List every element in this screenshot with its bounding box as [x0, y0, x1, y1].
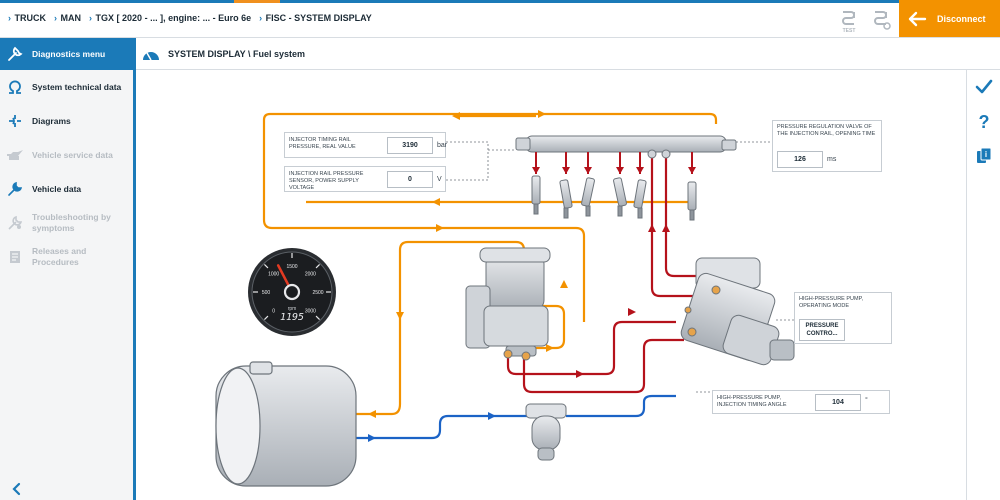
gauge-tick-label: 500: [262, 290, 271, 296]
return-flow-arrows: [368, 110, 568, 418]
arrow-left-icon: [908, 11, 927, 26]
page-title: SYSTEM DISPLAY \ Fuel system: [168, 48, 306, 59]
injector-2: [559, 152, 573, 219]
sidebar-item-releases-procedures: Releases and Procedures: [0, 240, 133, 274]
param-label: PRESSURE REGULATION VALVE OF THE INJECTI…: [777, 124, 876, 137]
sidebar-item-vehicle-data[interactable]: Vehicle data: [0, 172, 133, 206]
param-sensor-voltage: INJECTION RAIL PRESSURE SENSOR, POWER SU…: [284, 166, 446, 192]
disconnect-label: Disconnect: [937, 13, 986, 24]
supply-flow-arrows: [368, 412, 496, 442]
param-label: INJECTION RAIL PRESSURE SENSOR, POWER SU…: [289, 171, 364, 191]
diagram-icon: [6, 112, 24, 130]
wrench-icon: [6, 180, 24, 198]
gauge-tick-label: 0: [272, 308, 275, 314]
fuel-injectors: [531, 152, 697, 221]
high-pressure-pump: [680, 257, 795, 366]
sidebar-item-vehicle-service-data: Vehicle service data: [0, 138, 133, 172]
gauge-tick-label: 2500: [312, 290, 323, 296]
rail-pressure-value: 3190: [387, 137, 433, 154]
rpm-unit-label: rpm: [288, 306, 297, 312]
pre-filter: [525, 403, 567, 461]
rpm-readout: 1195: [280, 312, 304, 323]
injector-6: [687, 152, 697, 221]
rpm-gauge: 0 500 1000 1500 2000 2500 3000 rpm 1195: [248, 248, 336, 336]
diagnostics-icon: [6, 45, 24, 63]
top-accent-highlight: [234, 0, 280, 3]
param-pump-angle: HIGH-PRESSURE PUMP, INJECTION TIMING ANG…: [712, 390, 890, 414]
sidebar-item-label: Diagnostics menu: [32, 48, 106, 59]
breadcrumb-item-1[interactable]: › MAN: [54, 13, 82, 23]
breadcrumb: › TRUCK › MAN › TGX [ 2020 - ... ], engi…: [8, 13, 372, 23]
gauge-tick: [315, 315, 321, 321]
gauge-tick: [315, 263, 321, 269]
fuel-filter-module: [465, 247, 551, 361]
gauge-tick-label: 1500: [286, 264, 297, 270]
high-pressure-flow-arrows: [576, 224, 670, 378]
rail-pressure-unit: bar: [437, 142, 448, 149]
gauge-tick-label: 3000: [305, 308, 316, 314]
sidebar-item-label: Vehicle service data: [32, 149, 113, 160]
callout-leaders: [446, 141, 796, 393]
svg-text:i: i: [985, 150, 987, 159]
gauge-tick-label: 2000: [305, 272, 316, 278]
regulation-valve-value: 126: [777, 151, 823, 168]
sidebar-item-diagrams[interactable]: Diagrams: [0, 104, 133, 138]
checkmark-icon[interactable]: [975, 78, 993, 96]
right-toolbar: ? i: [966, 70, 1000, 500]
oil-can-icon: [6, 146, 24, 164]
pump-mode-value: PRESSURE CONTRO...: [799, 319, 845, 341]
gauge-tick: [263, 315, 269, 321]
sensor-voltage-value: 0: [387, 171, 433, 188]
injector-4: [613, 152, 627, 217]
sidebar-item-label: System technical data: [32, 81, 122, 92]
breadcrumb-item-3[interactable]: › FISC - SYSTEM DISPLAY: [259, 13, 372, 23]
param-pump-mode: HIGH-PRESSURE PUMP, OPERATING MODE PRESS…: [794, 292, 892, 344]
param-label: HIGH-PRESSURE PUMP, INJECTION TIMING ANG…: [717, 395, 787, 408]
content-header: SYSTEM DISPLAY \ Fuel system: [136, 38, 1000, 70]
document-stack-icon: [6, 248, 24, 266]
test-mode-label: TEST: [843, 28, 856, 34]
breadcrumb-item-2[interactable]: › TGX [ 2020 - ... ], engine: ... - Euro…: [89, 13, 252, 23]
param-rail-pressure: INJECTOR TIMING RAIL PRESSURE, REAL VALU…: [284, 132, 448, 158]
fuel-system-diagram: 0 500 1000 1500 2000 2500 3000 rpm 1195 INJECT…: [136, 70, 966, 500]
param-label: INJECTOR TIMING RAIL PRESSURE, REAL VALU…: [289, 137, 356, 150]
gauge-tick-label: 1000: [268, 272, 279, 278]
injector-1: [531, 152, 541, 215]
fuel-tank: [215, 361, 357, 487]
common-rail: [515, 135, 737, 159]
param-regulation-valve: PRESSURE REGULATION VALVE OF THE INJECTI…: [772, 120, 882, 172]
chevron-left-icon[interactable]: [10, 482, 24, 496]
top-bar: › TRUCK › MAN › TGX [ 2020 - ... ], engi…: [0, 0, 1000, 38]
help-icon[interactable]: ?: [975, 112, 993, 132]
pump-angle-unit: °: [865, 397, 868, 404]
disconnect-button[interactable]: Disconnect: [899, 0, 1000, 37]
sidebar-item-label: Vehicle data: [32, 183, 82, 194]
info-document-icon[interactable]: i: [975, 146, 993, 164]
gauge-tick: [263, 263, 269, 269]
top-accent-line: [0, 0, 900, 3]
supply-fuel-line: [316, 394, 676, 440]
connection-settings-icon[interactable]: [870, 9, 892, 31]
injector-3: [581, 152, 595, 217]
test-mode-icon[interactable]: TEST: [838, 9, 860, 34]
sensor-voltage-unit: V: [437, 176, 442, 183]
sidebar-item-label: Diagrams: [32, 115, 71, 126]
sidebar-item-troubleshooting: Troubleshooting by symptoms: [0, 206, 133, 240]
fuel-system-schematic: 0 500 1000 1500 2000 2500 3000 rpm 1195: [215, 110, 796, 487]
omega-icon: [6, 78, 24, 96]
svg-text:?: ?: [979, 112, 990, 130]
pump-angle-value: 104: [815, 394, 861, 411]
regulation-valve-unit: ms: [827, 156, 837, 163]
sidebar: Diagnostics menu System technical data D…: [0, 38, 136, 500]
injector-5: [633, 152, 647, 219]
breadcrumb-item-0[interactable]: › TRUCK: [8, 13, 47, 23]
sidebar-item-label: Troubleshooting by symptoms: [32, 212, 111, 233]
sidebar-item-system-technical-data[interactable]: System technical data: [0, 70, 133, 104]
sidebar-item-diagnostics-menu[interactable]: Diagnostics menu: [0, 38, 133, 70]
param-label: HIGH-PRESSURE PUMP, OPERATING MODE: [799, 296, 864, 309]
sidebar-item-label: Releases and Procedures: [32, 246, 87, 267]
speedometer-icon: [143, 51, 159, 60]
tools-icon: [6, 214, 24, 232]
